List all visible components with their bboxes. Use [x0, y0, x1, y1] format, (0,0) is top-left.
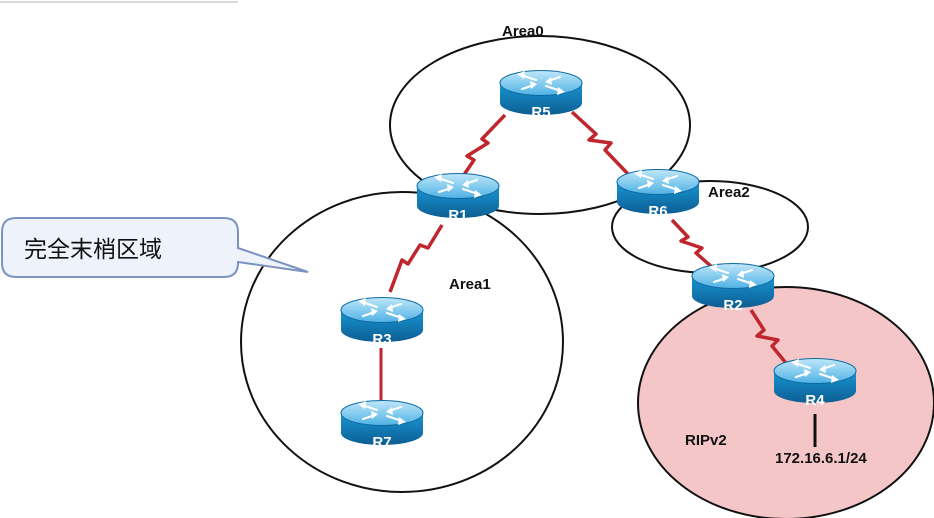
- area-label-2: Area2: [708, 184, 750, 201]
- router-r7: R7: [339, 399, 425, 451]
- router-label: R4: [805, 392, 825, 409]
- router-label: R2: [723, 297, 742, 314]
- router-r5: R5: [498, 69, 584, 121]
- callout-text: 完全末梢区域: [24, 237, 162, 263]
- area-label-ripv2: RIPv2: [685, 432, 727, 449]
- callout-bubble: [1, 217, 309, 278]
- link-r1-r3: [388, 224, 444, 293]
- router-label: R5: [531, 104, 550, 121]
- router-r6: R6: [615, 168, 701, 220]
- callout: 完全末梢区域: [1, 217, 309, 278]
- area-0: [389, 35, 691, 215]
- links: [379, 110, 792, 400]
- area-label-0: Area0: [502, 23, 544, 40]
- area-1: [240, 191, 564, 493]
- router-label: R6: [648, 203, 667, 220]
- area-label-1: Area1: [449, 276, 491, 293]
- router-r3: R3: [339, 296, 425, 348]
- router-r4: R4: [772, 357, 858, 409]
- router-label: R7: [372, 434, 391, 451]
- router-label: R1: [448, 207, 467, 224]
- area-ripv2: [637, 286, 934, 518]
- link-r2-r4: [749, 309, 792, 370]
- router-r2: R2: [690, 262, 776, 314]
- router-label: R3: [372, 331, 391, 348]
- link-r6-r2: [670, 218, 715, 270]
- network-label: 172.16.6.1/24: [775, 450, 867, 467]
- link-r1-r5: [453, 113, 507, 189]
- router-r1: R1: [415, 172, 501, 224]
- link-r5-r6: [570, 110, 630, 176]
